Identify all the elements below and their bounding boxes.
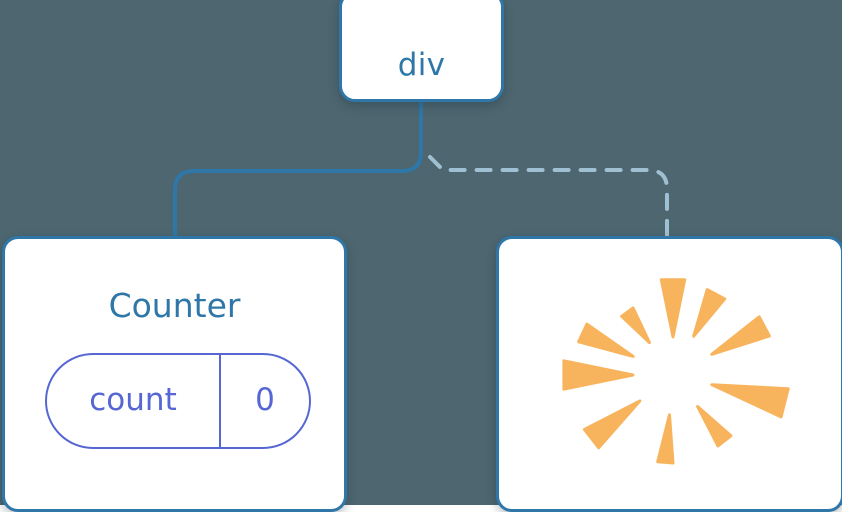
node-counter-label: Counter bbox=[108, 286, 241, 325]
state-value: 0 bbox=[255, 381, 275, 418]
burst-ray-8 bbox=[710, 315, 771, 356]
node-burst[interactable] bbox=[496, 236, 842, 512]
burst-ray-6 bbox=[696, 405, 733, 448]
connector-root-to-burst bbox=[428, 155, 669, 242]
burst-ray-0 bbox=[659, 278, 687, 339]
burst-ray-9 bbox=[692, 288, 727, 338]
state-pill[interactable]: count 0 bbox=[45, 353, 311, 449]
burst-ray-3 bbox=[562, 359, 635, 391]
burst-ray-2 bbox=[577, 322, 635, 358]
burst-ray-7 bbox=[710, 383, 790, 419]
node-counter[interactable]: Counter count 0 bbox=[2, 236, 347, 512]
burst-ray-1 bbox=[620, 306, 651, 345]
burst-ray-5 bbox=[656, 413, 675, 465]
node-div[interactable]: div bbox=[339, 0, 504, 102]
burst-ray-4 bbox=[582, 399, 642, 450]
node-div-label: div bbox=[397, 47, 446, 83]
sparkle-burst-icon bbox=[562, 278, 790, 465]
connector-root-to-counter bbox=[173, 99, 423, 242]
state-key: count bbox=[47, 355, 221, 447]
